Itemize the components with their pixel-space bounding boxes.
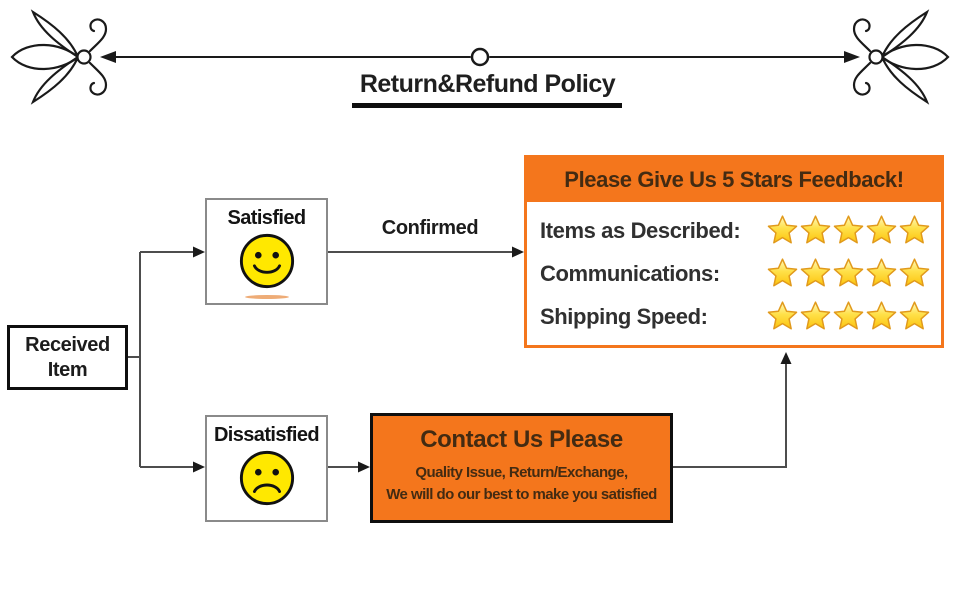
banner-center-circle bbox=[470, 47, 490, 67]
feedback-row-label: Communications: bbox=[540, 260, 720, 286]
arrowhead-icon bbox=[780, 352, 792, 364]
star-icon bbox=[833, 258, 864, 287]
star-icon bbox=[899, 258, 930, 287]
satisfied-box: Satisfied bbox=[205, 198, 328, 305]
sad-face-icon bbox=[238, 449, 296, 512]
arrowhead-icon bbox=[193, 246, 205, 258]
star-icon bbox=[899, 301, 930, 330]
contact-subtext-line1: Quality Issue, Return/Exchange, bbox=[415, 464, 628, 481]
received-item-box: Received Item bbox=[7, 325, 128, 390]
star-icon bbox=[866, 215, 897, 244]
feedback-box: Please Give Us 5 Stars Feedback! Items a… bbox=[524, 155, 944, 348]
star-icon bbox=[767, 215, 798, 244]
satisfied-label: Satisfied bbox=[227, 207, 307, 229]
confirmed-label: Confirmed bbox=[381, 217, 479, 239]
contact-subtext-line2: We will do our best to make you satisfie… bbox=[386, 485, 657, 503]
star-icon bbox=[800, 301, 831, 330]
page-title: Return&Refund Policy bbox=[359, 70, 616, 98]
floral-flourish-icon bbox=[852, 9, 950, 105]
feedback-row-shipping-speed: Shipping Speed: bbox=[527, 300, 941, 333]
star-icon bbox=[833, 215, 864, 244]
face-shadow bbox=[244, 295, 289, 299]
title-underline bbox=[352, 103, 622, 108]
feedback-row-label: Items as Described: bbox=[540, 217, 741, 243]
dissatisfied-label: Dissatisfied bbox=[213, 424, 320, 446]
star-rating bbox=[766, 257, 931, 290]
star-icon bbox=[800, 258, 831, 287]
star-icon bbox=[899, 215, 930, 244]
star-icon bbox=[833, 301, 864, 330]
arrowhead-icon bbox=[193, 461, 205, 473]
star-rating bbox=[766, 214, 931, 247]
banner-ornament bbox=[10, 9, 950, 105]
received-item-label-line2: Item bbox=[47, 358, 88, 381]
contact-title: Contact Us Please bbox=[420, 426, 623, 453]
star-icon bbox=[800, 215, 831, 244]
star-rating bbox=[766, 300, 931, 333]
star-icon bbox=[767, 301, 798, 330]
contact-subtext: Quality Issue, Return/Exchange, We will … bbox=[386, 462, 657, 506]
arrowhead-icon bbox=[358, 461, 370, 473]
star-icon bbox=[866, 301, 897, 330]
received-item-label-line1: Received bbox=[25, 333, 110, 356]
feedback-header: Please Give Us 5 Stars Feedback! bbox=[527, 158, 941, 202]
floral-flourish-icon bbox=[10, 9, 108, 105]
feedback-body: Items as Described: Communications: bbox=[527, 202, 941, 345]
contact-us-box: Contact Us Please Quality Issue, Return/… bbox=[370, 413, 673, 523]
feedback-row-communications: Communications: bbox=[527, 257, 941, 290]
feedback-row-label: Shipping Speed: bbox=[540, 303, 708, 329]
feedback-row-items-as-described: Items as Described: bbox=[527, 214, 941, 247]
right-arrowhead-icon bbox=[844, 51, 860, 63]
left-arrowhead-icon bbox=[100, 51, 116, 63]
happy-face-icon bbox=[238, 232, 296, 299]
star-icon bbox=[866, 258, 897, 287]
dissatisfied-box: Dissatisfied bbox=[205, 415, 328, 522]
connector-contact-to-feedback bbox=[673, 362, 787, 468]
arrowhead-icon bbox=[512, 246, 524, 258]
star-icon bbox=[767, 258, 798, 287]
